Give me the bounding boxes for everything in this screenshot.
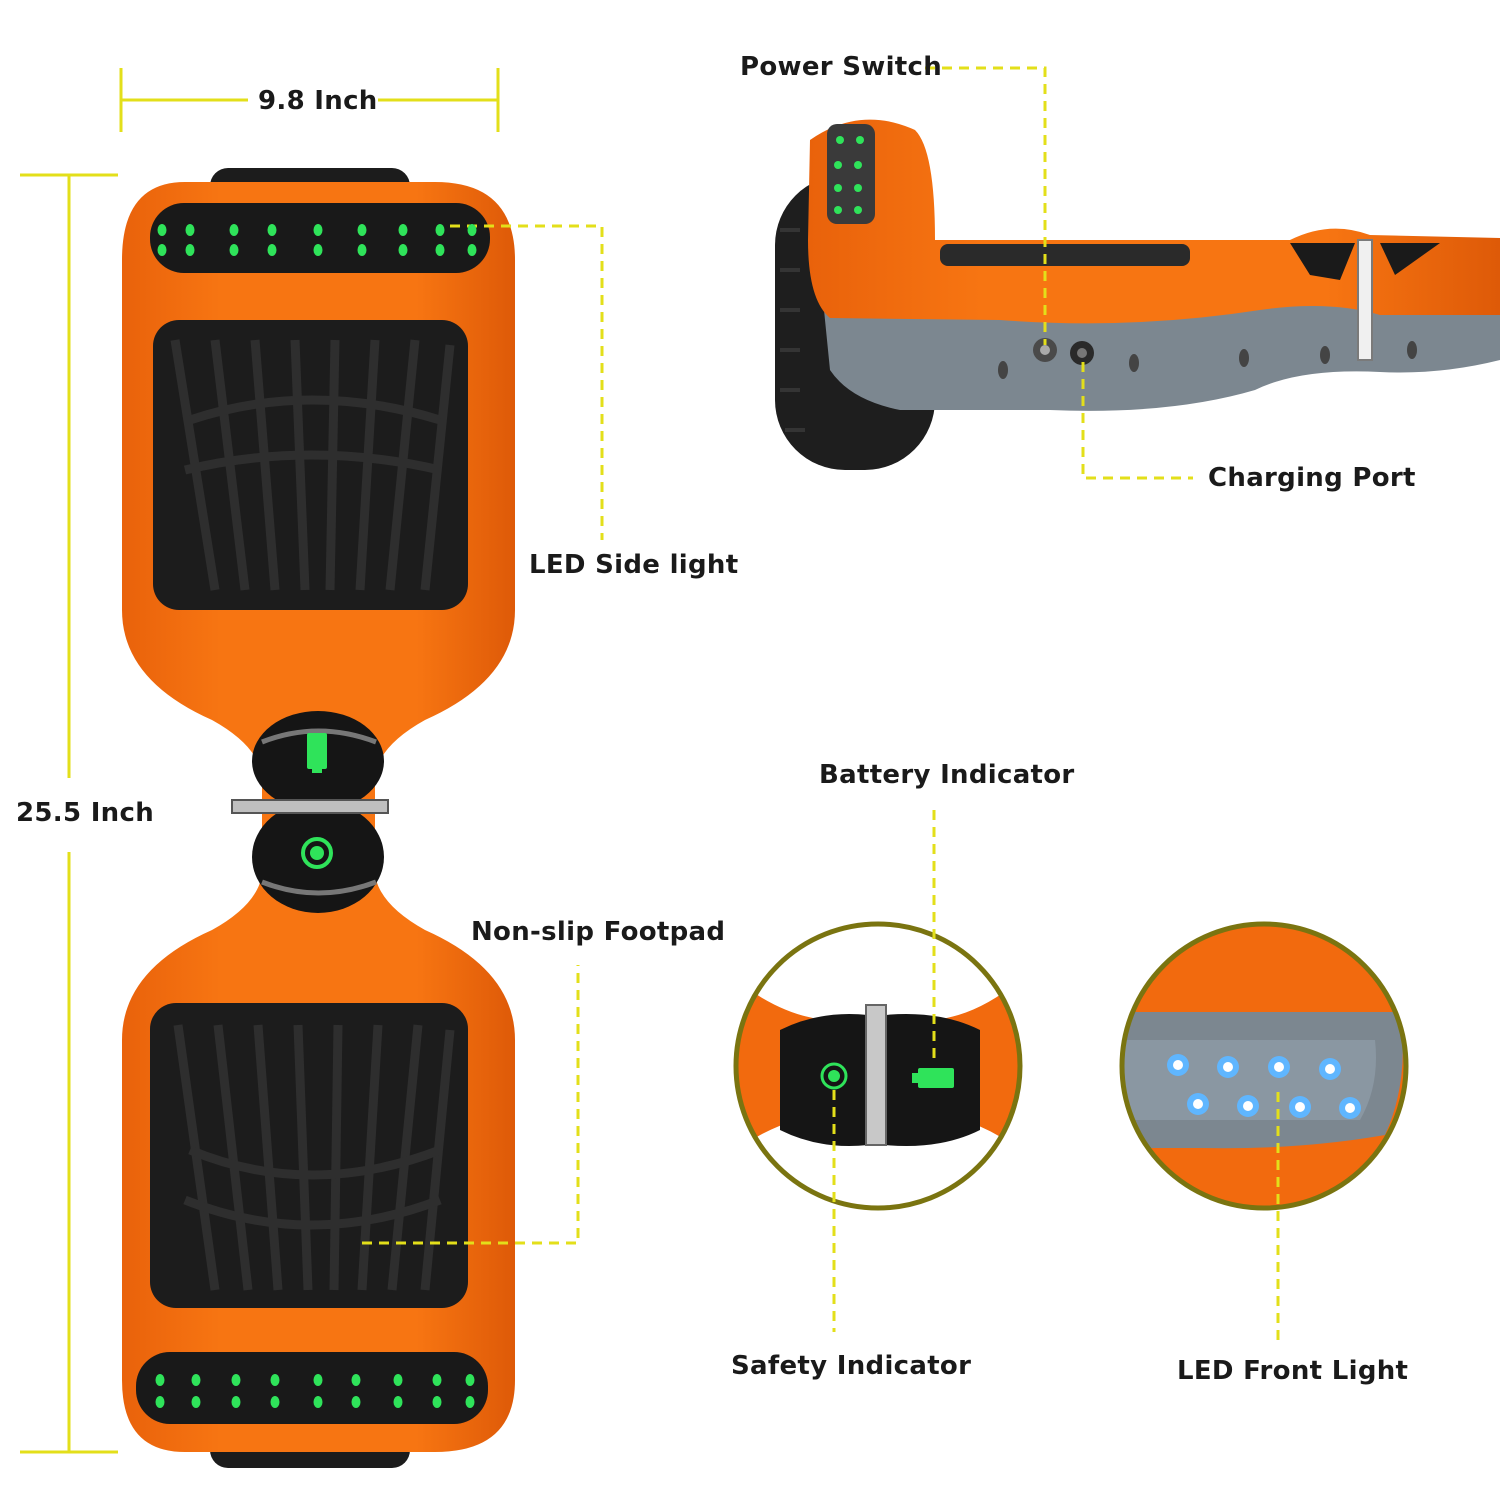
green-led-dot [270,1396,280,1408]
green-led-dot [357,224,367,236]
green-led-dot [351,1396,361,1408]
charging-port-label: Charging Port [1208,463,1416,493]
green-led-dot [155,1374,165,1386]
green-led-dot [467,224,477,236]
green-led-dot [313,224,323,236]
green-led-dot [393,1396,403,1408]
dimension-lines [20,68,500,1454]
green-led-dot [432,1396,442,1408]
green-led-dot [231,1396,241,1408]
green-led-dot [155,1396,165,1408]
led-front-light-label: LED Front Light [1177,1356,1409,1386]
green-led-dot [313,244,323,256]
side-led-green [834,136,864,214]
green-led-dot [465,1396,475,1408]
green-led-dot [267,224,277,236]
green-led-dot [465,1374,475,1386]
green-led-dot [313,1374,323,1386]
green-led-dot [157,224,167,236]
green-led-dot [229,244,239,256]
green-led-dot [398,244,408,256]
blue-led-row [1167,1054,1361,1119]
green-led-dot [393,1374,403,1386]
green-led-dot [270,1374,280,1386]
green-led-dot [313,1396,323,1408]
non-slip-footpad-label: Non-slip Footpad [471,917,726,947]
green-led-dot [351,1374,361,1386]
green-led-dot [185,244,195,256]
zoom-front-light [1119,921,1409,1211]
green-led-dot [398,224,408,236]
green-led-dot [267,244,277,256]
led-side-light-label: LED Side light [529,550,739,580]
green-led-dot [191,1374,201,1386]
length-dimension-label: 25.5 Inch [16,798,155,828]
safety-indicator-label: Safety Indicator [731,1351,972,1381]
green-led-dot [357,244,367,256]
green-led-dot [432,1374,442,1386]
footpad-top [153,320,468,610]
green-led-dot [157,244,167,256]
green-led-dot [229,224,239,236]
safety-indicator-icon [301,837,333,869]
zoom-indicators [733,921,1023,1211]
hoverboard-top-view [122,168,515,1468]
footpad-bottom [150,1003,468,1308]
green-led-dot [435,244,445,256]
battery-indicator-label: Battery Indicator [819,760,1075,790]
green-led-dot [185,224,195,236]
callout-lines [362,66,1280,1345]
led-side-light-bottom [155,1374,475,1408]
green-led-dot [231,1374,241,1386]
width-dimension-label: 9.8 Inch [258,86,378,116]
green-led-dot [191,1396,201,1408]
led-side-light-top [157,224,477,256]
hoverboard-side-view [775,119,1500,470]
battery-indicator-icon [307,733,327,773]
green-led-dot [435,224,445,236]
green-led-dot [467,244,477,256]
power-switch-label: Power Switch [740,52,943,82]
